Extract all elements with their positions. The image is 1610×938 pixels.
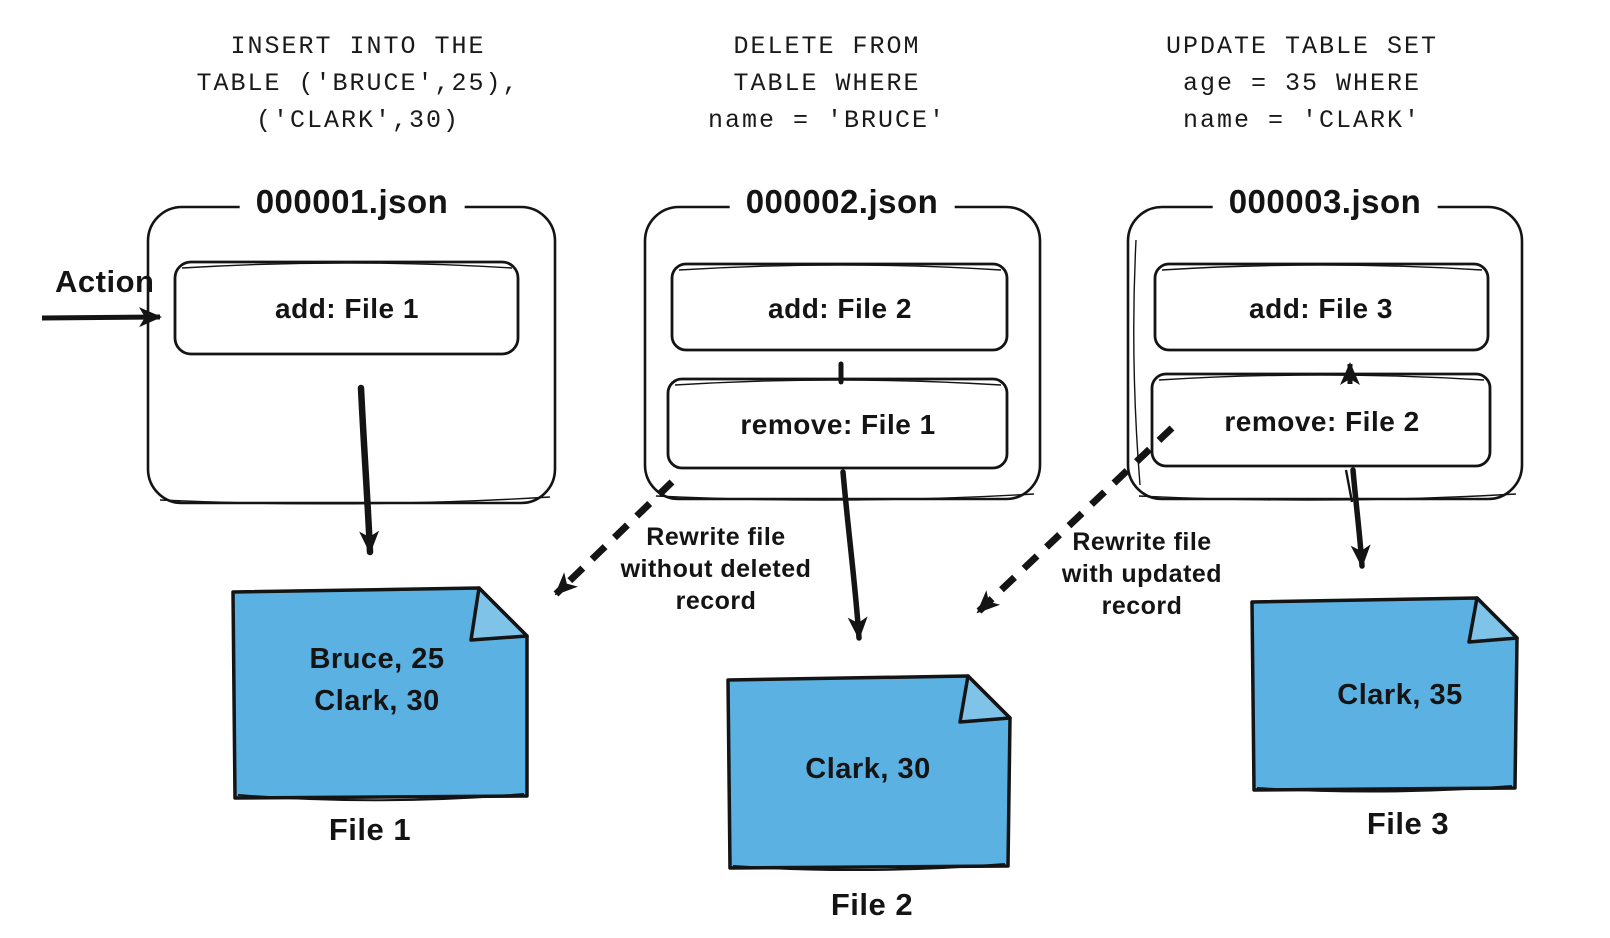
sql-line: INSERT INTO THE <box>230 32 486 61</box>
sql-line: name = 'CLARK' <box>1182 106 1422 135</box>
log-file-title-2: 000002.json <box>729 182 955 222</box>
annotation-line: without deleted <box>620 555 812 583</box>
file1-records: Bruce, 25 Clark, 30 <box>309 638 444 722</box>
log-entry-add-1: add: File 1 <box>275 293 419 324</box>
rewrite-annotation-3: Rewrite file with updated record <box>1062 526 1222 622</box>
annotation-line: record <box>1101 592 1183 620</box>
sql-line: DELETE FROM <box>733 32 921 61</box>
sql-line: TABLE WHERE <box>733 69 921 98</box>
log-box-2 <box>643 205 1042 501</box>
action-arrow <box>41 307 162 328</box>
sql-line: ('CLARK',30) <box>255 106 461 135</box>
arrow-log3-to-file3 <box>1344 467 1371 569</box>
log-file-title-1: 000001.json <box>239 182 465 222</box>
file1-caption: File 1 <box>328 812 412 847</box>
file2-record: Clark, 30 <box>805 753 931 785</box>
dashed-arrow-log3-to-file2 <box>975 425 1175 615</box>
sql-line: age = 35 WHERE <box>1182 69 1422 98</box>
dashed-arrow-log2-to-file1 <box>553 479 675 597</box>
log-box-3 <box>1126 205 1524 501</box>
sql-statement-1: INSERT INTO THE TABLE ('BRUCE',25), ('CL… <box>196 28 519 139</box>
annotation-line: record <box>675 587 757 615</box>
sql-line: UPDATE TABLE SET <box>1165 32 1439 61</box>
log-box-1 <box>146 205 557 505</box>
arrow-log1-to-file1 <box>357 384 380 556</box>
annotation-line: Rewrite file <box>646 523 786 551</box>
sql-statement-2: DELETE FROM TABLE WHERE name = 'BRUCE' <box>708 28 946 139</box>
file2-caption: File 2 <box>830 887 914 922</box>
sql-line: TABLE ('BRUCE',25), <box>196 69 520 98</box>
log-entry-add-2: add: File 2 <box>768 293 912 324</box>
log-entry-add-3: add: File 3 <box>1249 293 1393 324</box>
annotation-line: with updated <box>1061 560 1223 588</box>
log-entry-remove-2: remove: File 1 <box>740 409 936 440</box>
log-entry-remove-3: remove: File 2 <box>1224 406 1420 437</box>
sql-statement-3: UPDATE TABLE SET age = 35 WHERE name = '… <box>1166 28 1438 139</box>
file1-document <box>231 586 529 802</box>
record-line: Clark, 30 <box>314 685 440 717</box>
sql-line: name = 'BRUCE' <box>707 106 947 135</box>
rewrite-annotation-2: Rewrite file without deleted record <box>621 521 812 617</box>
log-file-title-3: 000003.json <box>1212 182 1438 222</box>
file3-record: Clark, 35 <box>1337 679 1463 711</box>
file2-document <box>726 674 1012 872</box>
file3-caption: File 3 <box>1366 806 1450 841</box>
action-label: Action <box>55 264 155 299</box>
file3-document <box>1250 596 1519 793</box>
annotation-line: Rewrite file <box>1072 528 1212 556</box>
arrow-log2-to-file2 <box>840 469 868 641</box>
record-line: Bruce, 25 <box>309 643 445 675</box>
